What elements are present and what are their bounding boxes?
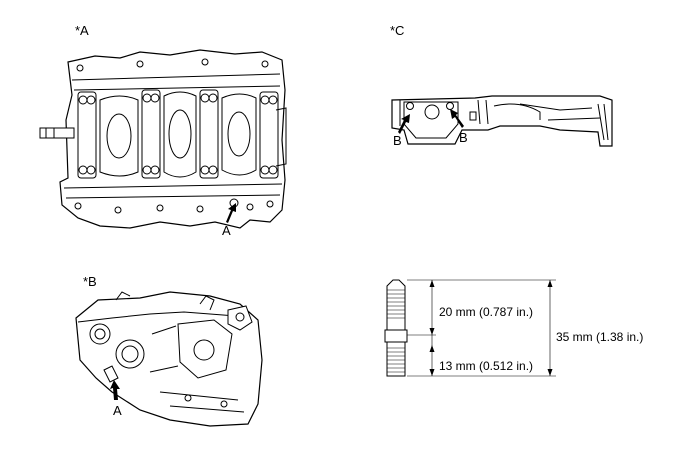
plug-b-left (406, 102, 414, 110)
engine-block-view-a (39, 49, 287, 229)
main-bearing-caps (77, 89, 279, 179)
callout-b-right-view-c: B (459, 130, 468, 145)
stud-bolt (386, 279, 406, 377)
arrow-b-left (398, 114, 410, 134)
plug-a-view-b (103, 365, 119, 383)
engine-block-view-c (391, 95, 613, 147)
callout-a-view-a: A (222, 223, 231, 238)
callout-a-view-b: A (113, 403, 122, 418)
dimension-upper-label: 20 mm (0.787 in.) (439, 305, 534, 319)
arrow-a-view-b (110, 380, 120, 400)
crankshaft-throws (99, 91, 257, 178)
arrow-b-right (450, 109, 464, 128)
callout-b-left-view-c: B (393, 133, 402, 148)
dimension-total-label: 35 mm (1.38 in.) (556, 330, 644, 344)
bearing-cap-bolts (78, 93, 278, 175)
view-label-b: *B (83, 274, 97, 289)
engine-block-view-b (75, 291, 263, 427)
arrow-a-view-a (226, 203, 236, 223)
plug-b-right (446, 102, 454, 110)
view-label-a: *A (75, 23, 89, 38)
stud-bolt-dimension-drawing (384, 279, 556, 377)
view-label-c: *C (390, 23, 405, 38)
dimension-lower-label: 13 mm (0.512 in.) (439, 359, 534, 373)
